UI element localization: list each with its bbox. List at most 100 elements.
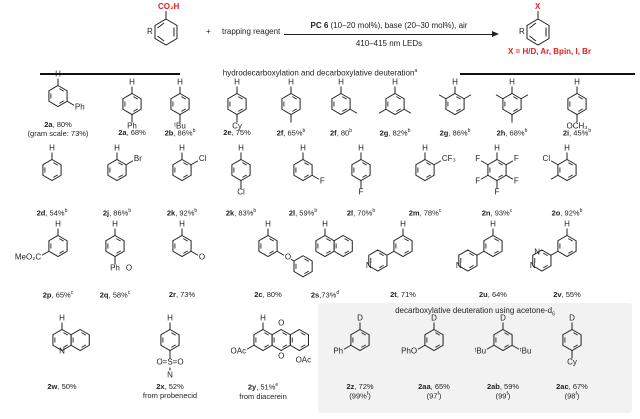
yield-value: , 83%: [234, 208, 254, 218]
top-atom-label: H: [509, 78, 515, 87]
note-text: (99: [495, 391, 507, 401]
double-bond: [304, 258, 310, 262]
yield-label: 2w, 50%: [17, 382, 107, 391]
yield-label: 2h, 68%b: [467, 128, 557, 138]
double-bond: [504, 332, 509, 336]
double-bond: [133, 108, 138, 112]
substituent-label-2: O: [126, 264, 132, 273]
double-bond: [578, 96, 583, 100]
yield-label: 2b, 86%b: [135, 128, 225, 138]
aryl-ring: [293, 255, 313, 278]
yield-value: , 72%: [354, 382, 374, 391]
footnote-mark: b: [372, 208, 376, 214]
compound-id: 2c: [254, 290, 263, 299]
yield-label: 2u, 64%: [448, 290, 538, 299]
substituent-label: Cl: [199, 154, 207, 163]
substituent-label: Ph: [75, 102, 85, 111]
compound-id: 2g: [439, 128, 449, 138]
double-bond: [282, 332, 288, 336]
substituent-label: Cl: [237, 188, 245, 197]
substituent-bond: [550, 174, 559, 180]
top-atom-label: H: [564, 220, 570, 229]
compound-note: (98f): [527, 391, 617, 401]
double-bond: [292, 108, 297, 112]
structure-2u: HN: [456, 220, 503, 272]
yield-label: 2g, 82%b: [350, 128, 440, 138]
yield-value: , 52%: [164, 382, 184, 391]
substituent-label: PhO: [401, 346, 417, 355]
benzene-ring: [172, 158, 192, 182]
yield-label: 2j, 86%b: [72, 208, 162, 218]
yield-label: 2aa, 65%: [389, 382, 479, 391]
substituent-bond: [290, 258, 295, 262]
yield-label: 2d, 54%b: [7, 208, 97, 218]
substituent-label: ᵗBu: [475, 346, 487, 355]
double-bond: [183, 238, 188, 242]
benzene-ring: [258, 234, 278, 258]
benzene-ring: [567, 92, 587, 116]
benzene-ring: [48, 84, 68, 108]
substituent-label: Cl: [543, 154, 551, 163]
yield-value: , 86%: [448, 128, 468, 138]
reaction-arrow: [284, 34, 494, 35]
substituent-bond: [66, 100, 75, 106]
benzene-ring: [331, 92, 351, 116]
ring-nitrogen-label: N: [366, 261, 372, 270]
compound-id: 2e: [223, 128, 232, 137]
top-atom-label: H: [167, 314, 173, 323]
yield-value: , 82%: [388, 128, 408, 138]
top-atom-label: H: [234, 78, 240, 87]
yield-label: 2a, 80%: [13, 120, 103, 129]
fused-ring: [333, 234, 353, 258]
double-bond: [498, 162, 503, 166]
double-bond: [181, 96, 186, 100]
section-title-note: a: [414, 68, 418, 74]
double-bond: [300, 332, 306, 336]
top-atom-label: D: [569, 314, 575, 323]
yield-label: 2t, 71%: [358, 290, 448, 299]
deuteration-panel-title: decarboxylative deuteration using aceton…: [318, 306, 632, 318]
structure-2ac: DCy: [562, 314, 582, 367]
benzene-ring: [42, 158, 62, 182]
structure-2k: HCl: [231, 144, 251, 197]
structure-2c: HO: [258, 220, 313, 278]
benzene-ring: [351, 158, 371, 182]
catalyst-label: PC 6: [310, 21, 329, 30]
double-bond: [543, 264, 548, 269]
double-bond: [282, 344, 288, 348]
benzene-ring: [557, 158, 577, 182]
double-bond: [81, 332, 87, 336]
yield-value: , 68%: [505, 128, 525, 138]
yield-label: 2e, 75%: [192, 128, 282, 137]
reactant-benzoic-acid: [154, 11, 178, 46]
top-atom-label: H: [400, 220, 406, 229]
reaction-scheme: CO₂H R + trapping reagent PC 6 (10–20 mo…: [0, 0, 640, 66]
substituent-bond: [495, 94, 504, 100]
top-atom-label: D: [357, 314, 363, 323]
yield-value: , 70%: [353, 208, 373, 218]
substituent-bond: [403, 108, 412, 114]
structure-2f: H: [281, 78, 301, 123]
substituent-label: O: [199, 252, 205, 261]
substituent-bond: [480, 174, 489, 180]
note-text-end: ): [576, 391, 580, 401]
compound-id: 2v: [553, 290, 562, 299]
yield-value: , 71%: [396, 290, 416, 299]
compound-id: 2r: [168, 290, 176, 299]
substituent-bond: [349, 108, 358, 114]
compound-id: 2ab: [486, 382, 500, 391]
yield-value: , 67%: [568, 382, 588, 391]
benzene-ring: [227, 92, 247, 116]
double-bond: [116, 238, 121, 242]
